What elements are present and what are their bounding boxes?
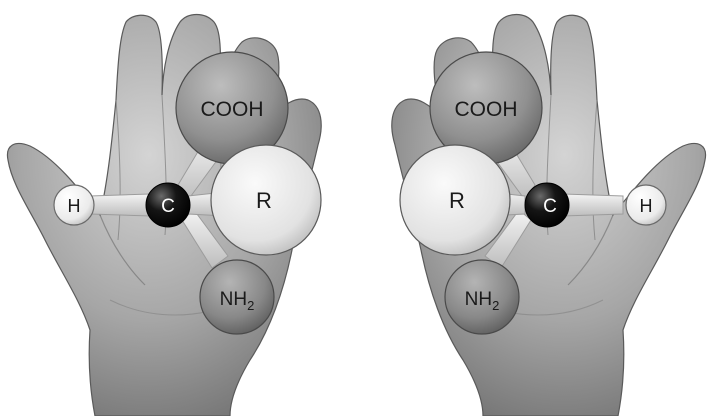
- right-c-label: C: [543, 196, 557, 217]
- right-h-label: H: [640, 196, 653, 216]
- left-r-label: R: [256, 188, 272, 213]
- left-c-label: C: [161, 196, 175, 217]
- right-cooh-label: COOH: [455, 98, 518, 121]
- right-r-label: R: [449, 188, 465, 213]
- right-bond-h-c: [563, 194, 623, 216]
- left-bond-h-c: [90, 194, 150, 216]
- left-h-label: H: [68, 196, 81, 216]
- left-cooh-label: COOH: [201, 98, 264, 121]
